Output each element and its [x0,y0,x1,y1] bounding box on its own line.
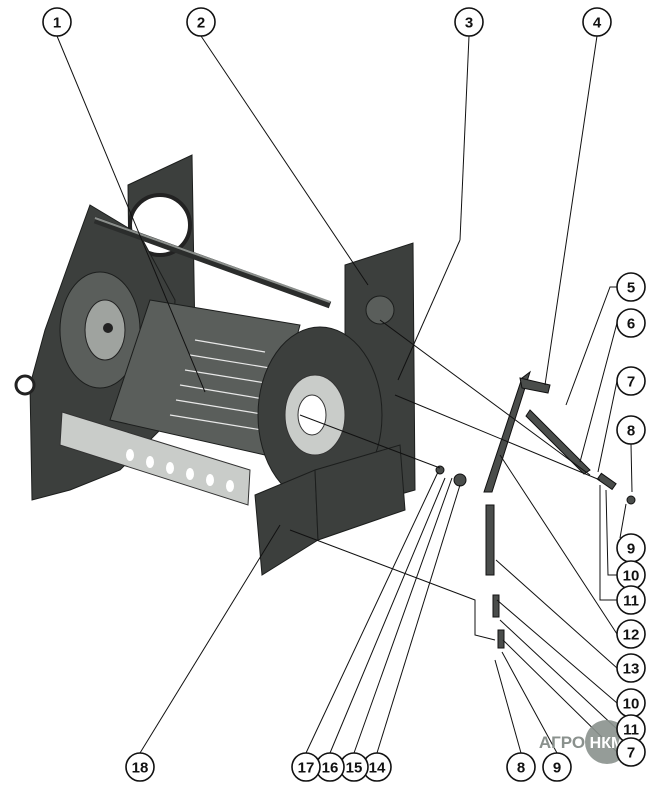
callout-label: 13 [623,661,640,678]
callout-8: 8 [506,752,536,782]
callout-9: 9 [542,752,572,782]
callout-label: 7 [627,374,635,391]
callout-3: 3 [454,7,484,37]
callout-label: 16 [322,760,339,777]
callout-circle [616,585,646,615]
callout-label: 17 [298,760,315,777]
callout-label: 11 [623,722,639,739]
loose-parts [435,370,636,649]
callout-circle [291,752,321,782]
callout-circle [454,7,484,37]
callout-circle [616,653,646,683]
callout-label: 3 [465,15,473,32]
callout-circle [542,752,572,782]
callout-11: 11 [616,585,646,615]
callout-label: 5 [627,280,635,297]
callout-circle [616,272,646,302]
callout-label: 2 [197,15,205,32]
callout-circle [125,752,155,782]
callout-label: 11 [623,593,639,610]
callout-10: 10 [616,560,646,590]
callout-1: 1 [42,7,72,37]
callout-18: 18 [125,752,155,782]
callout-circle [506,752,536,782]
grate-bars [169,339,273,431]
callout-label: 18 [132,760,149,777]
callout-12: 12 [616,619,646,649]
callout-label: 15 [346,760,363,777]
callout-circle [186,7,216,37]
callout-circle [42,7,72,37]
callout-circle [582,7,612,37]
callout-6: 6 [616,308,646,338]
callout-13: 13 [616,653,646,683]
callout-circle [616,366,646,396]
callout-label: 9 [553,760,561,777]
callout-label: 10 [623,696,640,713]
callout-8: 8 [616,415,646,445]
callout-label: 9 [627,541,635,558]
logo-left-text: АГРО [539,733,585,752]
callout-label: 8 [517,760,525,777]
callout-14: 14 [362,752,392,782]
callout-circle [616,737,646,767]
callout-label: 6 [627,316,635,333]
logo-circle-text: НКМ [590,735,625,752]
callout-circle [616,415,646,445]
callout-5: 5 [616,272,646,302]
callout-9: 9 [616,533,646,563]
callout-label: 1 [53,15,61,32]
callout-label: 4 [593,15,602,32]
callout-label: 10 [623,568,640,585]
frame-assembly [14,154,416,576]
callout-10: 10 [616,688,646,718]
callout-7: 7 [616,366,646,396]
callout-circle [616,619,646,649]
callout-label: 14 [369,760,386,777]
callout-4: 4 [582,7,612,37]
callout-label: 8 [627,423,635,440]
callout-2: 2 [186,7,216,37]
callout-11: 11 [616,714,646,744]
callout-label: 7 [627,745,635,762]
callout-7: 7 [616,737,646,767]
callout-label: 12 [623,627,640,644]
callout-17: 17 [291,752,321,782]
callout-circle [616,308,646,338]
